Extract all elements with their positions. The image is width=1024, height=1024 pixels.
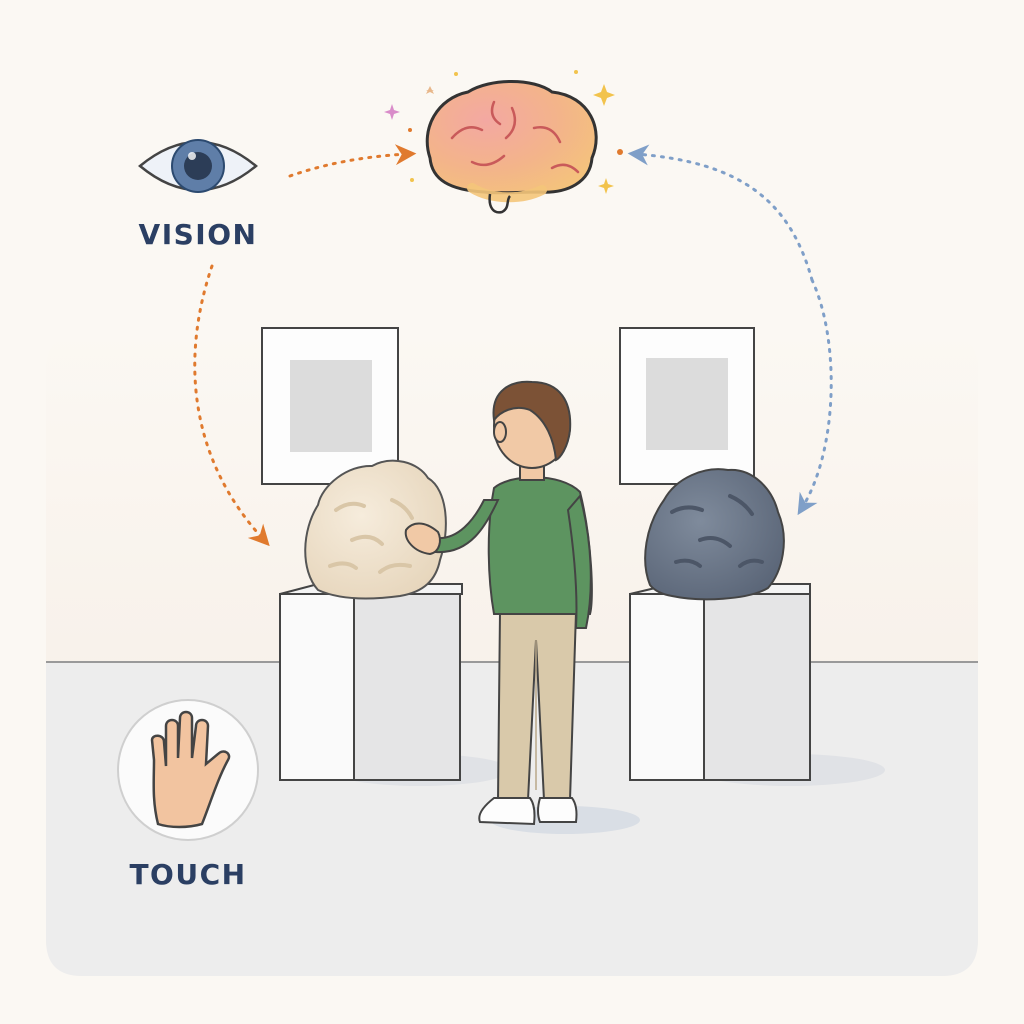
person bbox=[404, 380, 593, 826]
pedestal-left bbox=[279, 583, 463, 781]
brain-icon bbox=[425, 80, 598, 214]
vision-arrows bbox=[193, 144, 417, 547]
eye-icon bbox=[138, 139, 258, 193]
pedestal-right bbox=[629, 583, 811, 781]
wall-frame-right bbox=[619, 327, 755, 485]
light-sculpture bbox=[304, 459, 447, 600]
touch-label: TOUCH bbox=[129, 858, 247, 891]
sparkles bbox=[384, 70, 623, 194]
hand-icon bbox=[117, 699, 259, 841]
wall-frame-left bbox=[261, 327, 399, 485]
dark-sculpture bbox=[644, 468, 785, 601]
vision-label: VISION bbox=[138, 218, 258, 251]
touch-arrows bbox=[627, 144, 833, 516]
